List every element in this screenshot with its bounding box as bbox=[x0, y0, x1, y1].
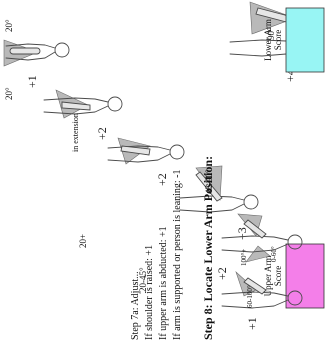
upper-arm-score-2: +2 bbox=[95, 127, 109, 140]
lower-arm-score-label-line2: Score bbox=[273, 30, 283, 51]
angle-label-20-right: 20° bbox=[4, 87, 14, 100]
upper-arm-score-3: +2 bbox=[155, 173, 169, 186]
upper-arm-score-4: +3 bbox=[235, 227, 249, 240]
step-7a-line-2: If upper arm is abducted: +1 bbox=[158, 226, 169, 340]
angle-label-in-extension: in extension bbox=[71, 113, 80, 152]
lower-arm-score-label-line1: Lower Arm bbox=[263, 19, 273, 61]
lower-arm-score-box[interactable] bbox=[286, 8, 324, 72]
lower-arm-angle-0-60: 0-60° bbox=[270, 246, 278, 262]
upper-arm-figure-3 bbox=[108, 138, 184, 164]
lower-arm-angle-60-100: 60-100° bbox=[246, 285, 254, 308]
upper-arm-figure-4 bbox=[180, 166, 258, 212]
upper-arm-score-box[interactable] bbox=[286, 244, 324, 308]
lower-arm-score-1: +1 bbox=[245, 317, 259, 330]
lower-arm-score-2: +2 bbox=[215, 267, 229, 280]
step-7a-title: Step 7a: Adjust... bbox=[130, 271, 141, 340]
upper-arm-score-label-line2: Score bbox=[273, 266, 283, 287]
upper-arm-figure-2 bbox=[44, 90, 122, 118]
step-7a-line-1: If shoulder is raised: +1 bbox=[144, 245, 155, 340]
lower-arm-angle-100-plus: 100°+ bbox=[240, 249, 248, 266]
upper-arm-figure-1 bbox=[4, 40, 69, 66]
angle-label-20-plus: 20+ bbox=[78, 234, 88, 248]
step-7a-block: Step 7a: Adjust... If shoulder is raised… bbox=[130, 169, 183, 340]
step-7a-line-3: If arm is supported or person is leaning… bbox=[172, 169, 183, 340]
upper-arm-score-1: +1 bbox=[25, 75, 39, 88]
angle-label-20-left: 20° bbox=[4, 19, 14, 32]
step-8-title: Step 8: Locate Lower Arm Position: bbox=[201, 156, 215, 340]
